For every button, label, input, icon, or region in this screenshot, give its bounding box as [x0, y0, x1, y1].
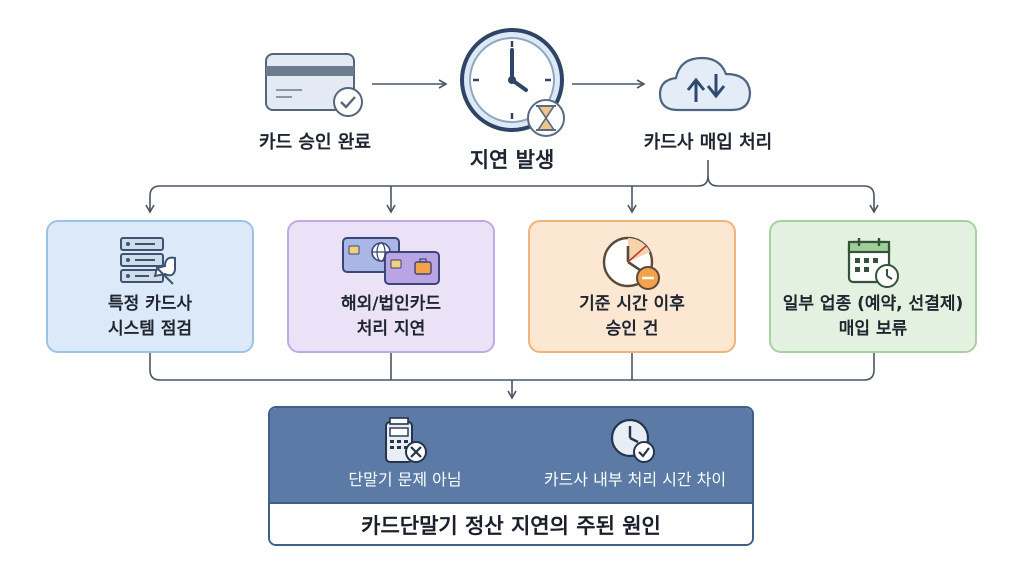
cloud-sync-icon [656, 52, 756, 124]
clock-hourglass-icon [458, 26, 576, 148]
merge-connector [149, 353, 875, 381]
result-footer: 카드단말기 정산 지연의 주된 원인 [270, 502, 752, 544]
result-header: 단말기 문제 아님 카드사 내부 처리 시간 차이 [270, 408, 752, 502]
cause-4-line-1: 일부 업종 (예약, 선결제) [782, 294, 964, 314]
step-card-approval-label: 카드 승인 완료 [259, 132, 371, 153]
cause-2-line-2: 처리 지연 [356, 319, 426, 339]
pos-terminal-x-icon [380, 416, 430, 470]
cards-globe-briefcase-icon [339, 234, 443, 292]
result-item-processing-time: 카드사 내부 처리 시간 차이 [543, 470, 727, 489]
cause-system-maintenance: 특정 카드사 시스템 점검 [46, 220, 254, 353]
credit-card-check-icon [262, 50, 370, 124]
cause-1-line-1: 특정 카드사 [107, 294, 193, 314]
cause-overseas-corporate: 해외/법인카드 처리 지연 [287, 220, 495, 353]
cause-4-line-2: 매입 보류 [838, 319, 908, 339]
cause-3-line-1: 기준 시간 이후 [579, 294, 685, 314]
clock-minus-icon [600, 234, 664, 296]
branch-connector [145, 160, 709, 214]
clock-check-icon [608, 416, 658, 470]
cause-industry-hold: 일부 업종 (예약, 선결제) 매입 보류 [769, 220, 977, 353]
step-acquisition-label: 카드사 매입 처리 [643, 132, 773, 153]
cause-2-line-1: 해외/법인카드 [340, 294, 442, 314]
result-item-not-terminal: 단말기 문제 아님 [348, 470, 462, 489]
server-wrench-icon [115, 234, 185, 292]
cause-3-line-2: 승인 건 [605, 319, 659, 339]
cause-1-line-2: 시스템 점검 [107, 319, 193, 339]
calendar-clock-icon [843, 234, 903, 294]
step-delay-label: 지연 발생 [469, 148, 555, 172]
result-box: 단말기 문제 아님 카드사 내부 처리 시간 차이 카드단말기 정산 지연의 주… [268, 406, 754, 546]
cause-after-cutoff: 기준 시간 이후 승인 건 [528, 220, 736, 353]
result-title: 카드단말기 정산 지연의 주된 원인 [361, 514, 661, 538]
